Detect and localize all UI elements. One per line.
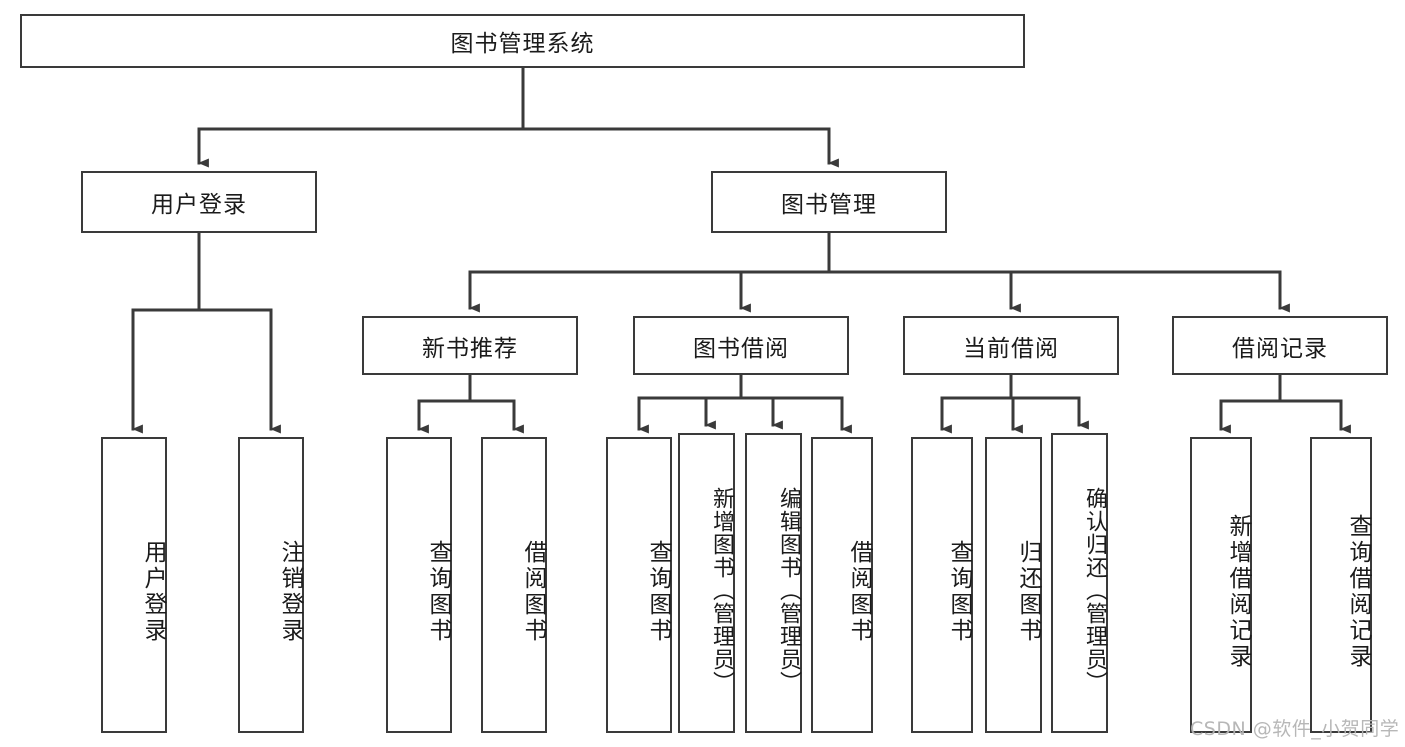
node-label: 借阅图书 bbox=[520, 540, 546, 644]
leaf-logout[interactable]: 注销登录 bbox=[238, 437, 304, 733]
node-borrow-record[interactable]: 借阅记录 bbox=[1172, 316, 1388, 375]
leaf-confirm-return-admin[interactable]: 确认归还（管理员） bbox=[1051, 433, 1108, 733]
node-label: 注销登录 bbox=[277, 540, 303, 644]
leaf-query-book-borrow[interactable]: 查询图书 bbox=[606, 437, 672, 733]
node-label: 借阅记录 bbox=[1232, 335, 1328, 362]
node-label: 查询图书 bbox=[425, 540, 451, 644]
node-label: 图书管理 bbox=[781, 192, 877, 218]
node-label: 查询借阅记录 bbox=[1345, 514, 1371, 670]
node-label: 用户登录 bbox=[151, 192, 247, 218]
leaf-user-login[interactable]: 用户登录 bbox=[101, 437, 167, 733]
node-book-borrow[interactable]: 图书借阅 bbox=[633, 316, 849, 375]
leaf-query-borrow-record[interactable]: 查询借阅记录 bbox=[1310, 437, 1372, 733]
leaf-borrow-book-recommend[interactable]: 借阅图书 bbox=[481, 437, 547, 733]
node-label: 新书推荐 bbox=[422, 335, 518, 362]
node-label: 图书借阅 bbox=[693, 335, 789, 362]
leaf-borrow-book[interactable]: 借阅图书 bbox=[811, 437, 873, 733]
node-label: 新增图书（管理员） bbox=[709, 486, 734, 694]
node-label: 归还图书 bbox=[1015, 540, 1041, 644]
leaf-edit-book-admin[interactable]: 编辑图书（管理员） bbox=[745, 433, 802, 733]
leaf-add-book-admin[interactable]: 新增图书（管理员） bbox=[678, 433, 735, 733]
node-book-management[interactable]: 图书管理 bbox=[711, 171, 947, 233]
node-user-login[interactable]: 用户登录 bbox=[81, 171, 317, 233]
node-label: 编辑图书（管理员） bbox=[776, 486, 801, 694]
leaf-query-book-current[interactable]: 查询图书 bbox=[911, 437, 973, 733]
leaf-return-book[interactable]: 归还图书 bbox=[985, 437, 1042, 733]
node-root[interactable]: 图书管理系统 bbox=[20, 14, 1025, 68]
leaf-add-borrow-record[interactable]: 新增借阅记录 bbox=[1190, 437, 1252, 733]
node-label: 确认归还（管理员） bbox=[1082, 486, 1107, 694]
node-new-book-recommend[interactable]: 新书推荐 bbox=[362, 316, 578, 375]
csdn-watermark: CSDN @软件_小贺同学 bbox=[1190, 718, 1400, 740]
node-label: 借阅图书 bbox=[846, 540, 872, 644]
node-label: 当前借阅 bbox=[963, 335, 1059, 362]
node-current-borrow[interactable]: 当前借阅 bbox=[903, 316, 1119, 375]
node-label: 图书管理系统 bbox=[450, 31, 595, 57]
leaf-query-book-recommend[interactable]: 查询图书 bbox=[386, 437, 452, 733]
node-label: 查询图书 bbox=[946, 540, 972, 644]
node-label: 查询图书 bbox=[645, 540, 671, 644]
node-label: 新增借阅记录 bbox=[1225, 514, 1251, 670]
node-label: 用户登录 bbox=[140, 540, 166, 644]
